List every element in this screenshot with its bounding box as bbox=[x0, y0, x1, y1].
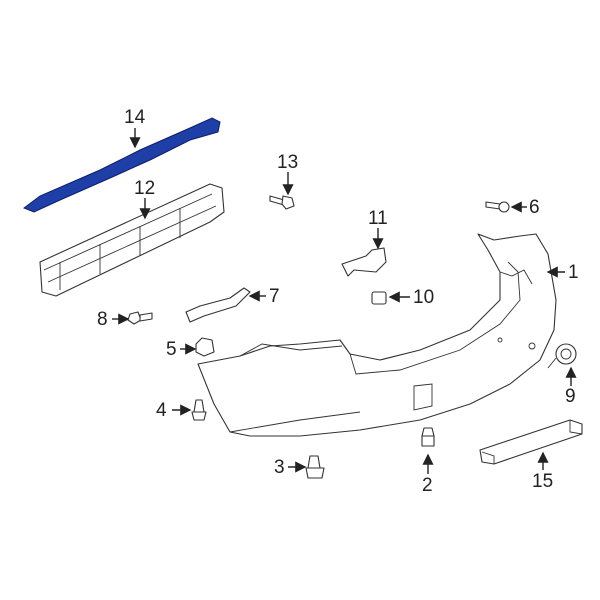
part-10-clip[interactable] bbox=[371, 291, 387, 305]
callout-11[interactable]: 11 bbox=[368, 208, 388, 229]
callout-13[interactable]: 13 bbox=[277, 152, 299, 173]
part-3-clip[interactable] bbox=[305, 455, 325, 479]
callout-1[interactable]: 1 bbox=[568, 262, 579, 283]
callout-8[interactable]: 8 bbox=[97, 309, 108, 330]
part-15-reflector[interactable] bbox=[479, 419, 583, 465]
callout-10[interactable]: 10 bbox=[413, 287, 435, 308]
callout-3[interactable]: 3 bbox=[274, 457, 285, 478]
callout-6[interactable]: 6 bbox=[529, 197, 540, 218]
part-14-reinforcement[interactable] bbox=[22, 117, 221, 213]
callout-4[interactable]: 4 bbox=[156, 400, 167, 421]
callout-7[interactable]: 7 bbox=[269, 286, 280, 307]
callout-arrows bbox=[112, 128, 577, 474]
callout-12[interactable]: 12 bbox=[134, 178, 156, 199]
part-12-impact-absorber[interactable] bbox=[39, 183, 225, 297]
part-13-bolt[interactable] bbox=[269, 195, 295, 210]
part-5-nut[interactable] bbox=[195, 337, 215, 357]
part-1-bumper-cover[interactable] bbox=[197, 233, 557, 437]
part-9-ring[interactable] bbox=[547, 343, 577, 369]
callout-2[interactable]: 2 bbox=[422, 475, 433, 496]
callout-9[interactable]: 9 bbox=[565, 386, 576, 407]
part-8-bolt[interactable] bbox=[127, 311, 153, 325]
callout-5[interactable]: 5 bbox=[166, 339, 177, 360]
callout-14[interactable]: 14 bbox=[124, 107, 146, 128]
part-4-clip[interactable] bbox=[191, 399, 207, 421]
part-11-bracket[interactable] bbox=[341, 247, 387, 277]
callout-15[interactable]: 15 bbox=[532, 471, 554, 492]
part-2-clip[interactable] bbox=[421, 427, 435, 447]
part-6-bolt[interactable] bbox=[485, 201, 510, 213]
part-7-strip[interactable] bbox=[185, 287, 251, 323]
